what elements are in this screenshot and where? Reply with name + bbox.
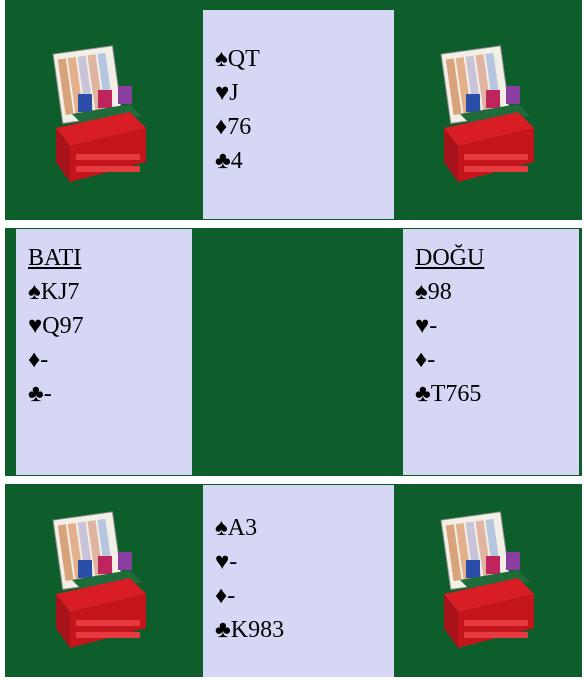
west-spades: ♠KJ7 [28, 275, 192, 309]
south-spades: ♠A3 [215, 511, 394, 545]
east-clubs: ♣T765 [415, 377, 579, 411]
east-hand: DOĞU ♠98 ♥- ♦- ♣T765 [403, 229, 579, 475]
north-clubs: ♣4 [215, 144, 394, 178]
south-hand: ♠A3 ♥- ♦- ♣K983 [203, 485, 394, 677]
east-hearts: ♥- [415, 309, 579, 343]
north-spades: ♠QT [215, 42, 394, 76]
row-divider-bottom [5, 476, 582, 484]
south-diamonds: ♦- [215, 579, 394, 613]
south-hearts: ♥- [215, 545, 394, 579]
east-title: DOĞU [415, 241, 579, 275]
west-hand: BATI ♠KJ7 ♥Q97 ♦- ♣- [16, 229, 192, 475]
north-hearts: ♥J [215, 76, 394, 110]
bridge-board-icon [46, 508, 156, 658]
west-hearts: ♥Q97 [28, 309, 192, 343]
west-title: BATI [28, 241, 192, 275]
west-clubs: ♣- [28, 377, 192, 411]
bridge-board-icon [434, 42, 544, 192]
east-diamonds: ♦- [415, 343, 579, 377]
south-clubs: ♣K983 [215, 613, 394, 647]
bridge-board-icon [46, 42, 156, 192]
row-divider-top [5, 220, 582, 228]
bridge-board-icon [434, 508, 544, 658]
east-spades: ♠98 [415, 275, 579, 309]
west-diamonds: ♦- [28, 343, 192, 377]
north-hand: ♠QT ♥J ♦76 ♣4 [203, 10, 394, 219]
north-diamonds: ♦76 [215, 110, 394, 144]
